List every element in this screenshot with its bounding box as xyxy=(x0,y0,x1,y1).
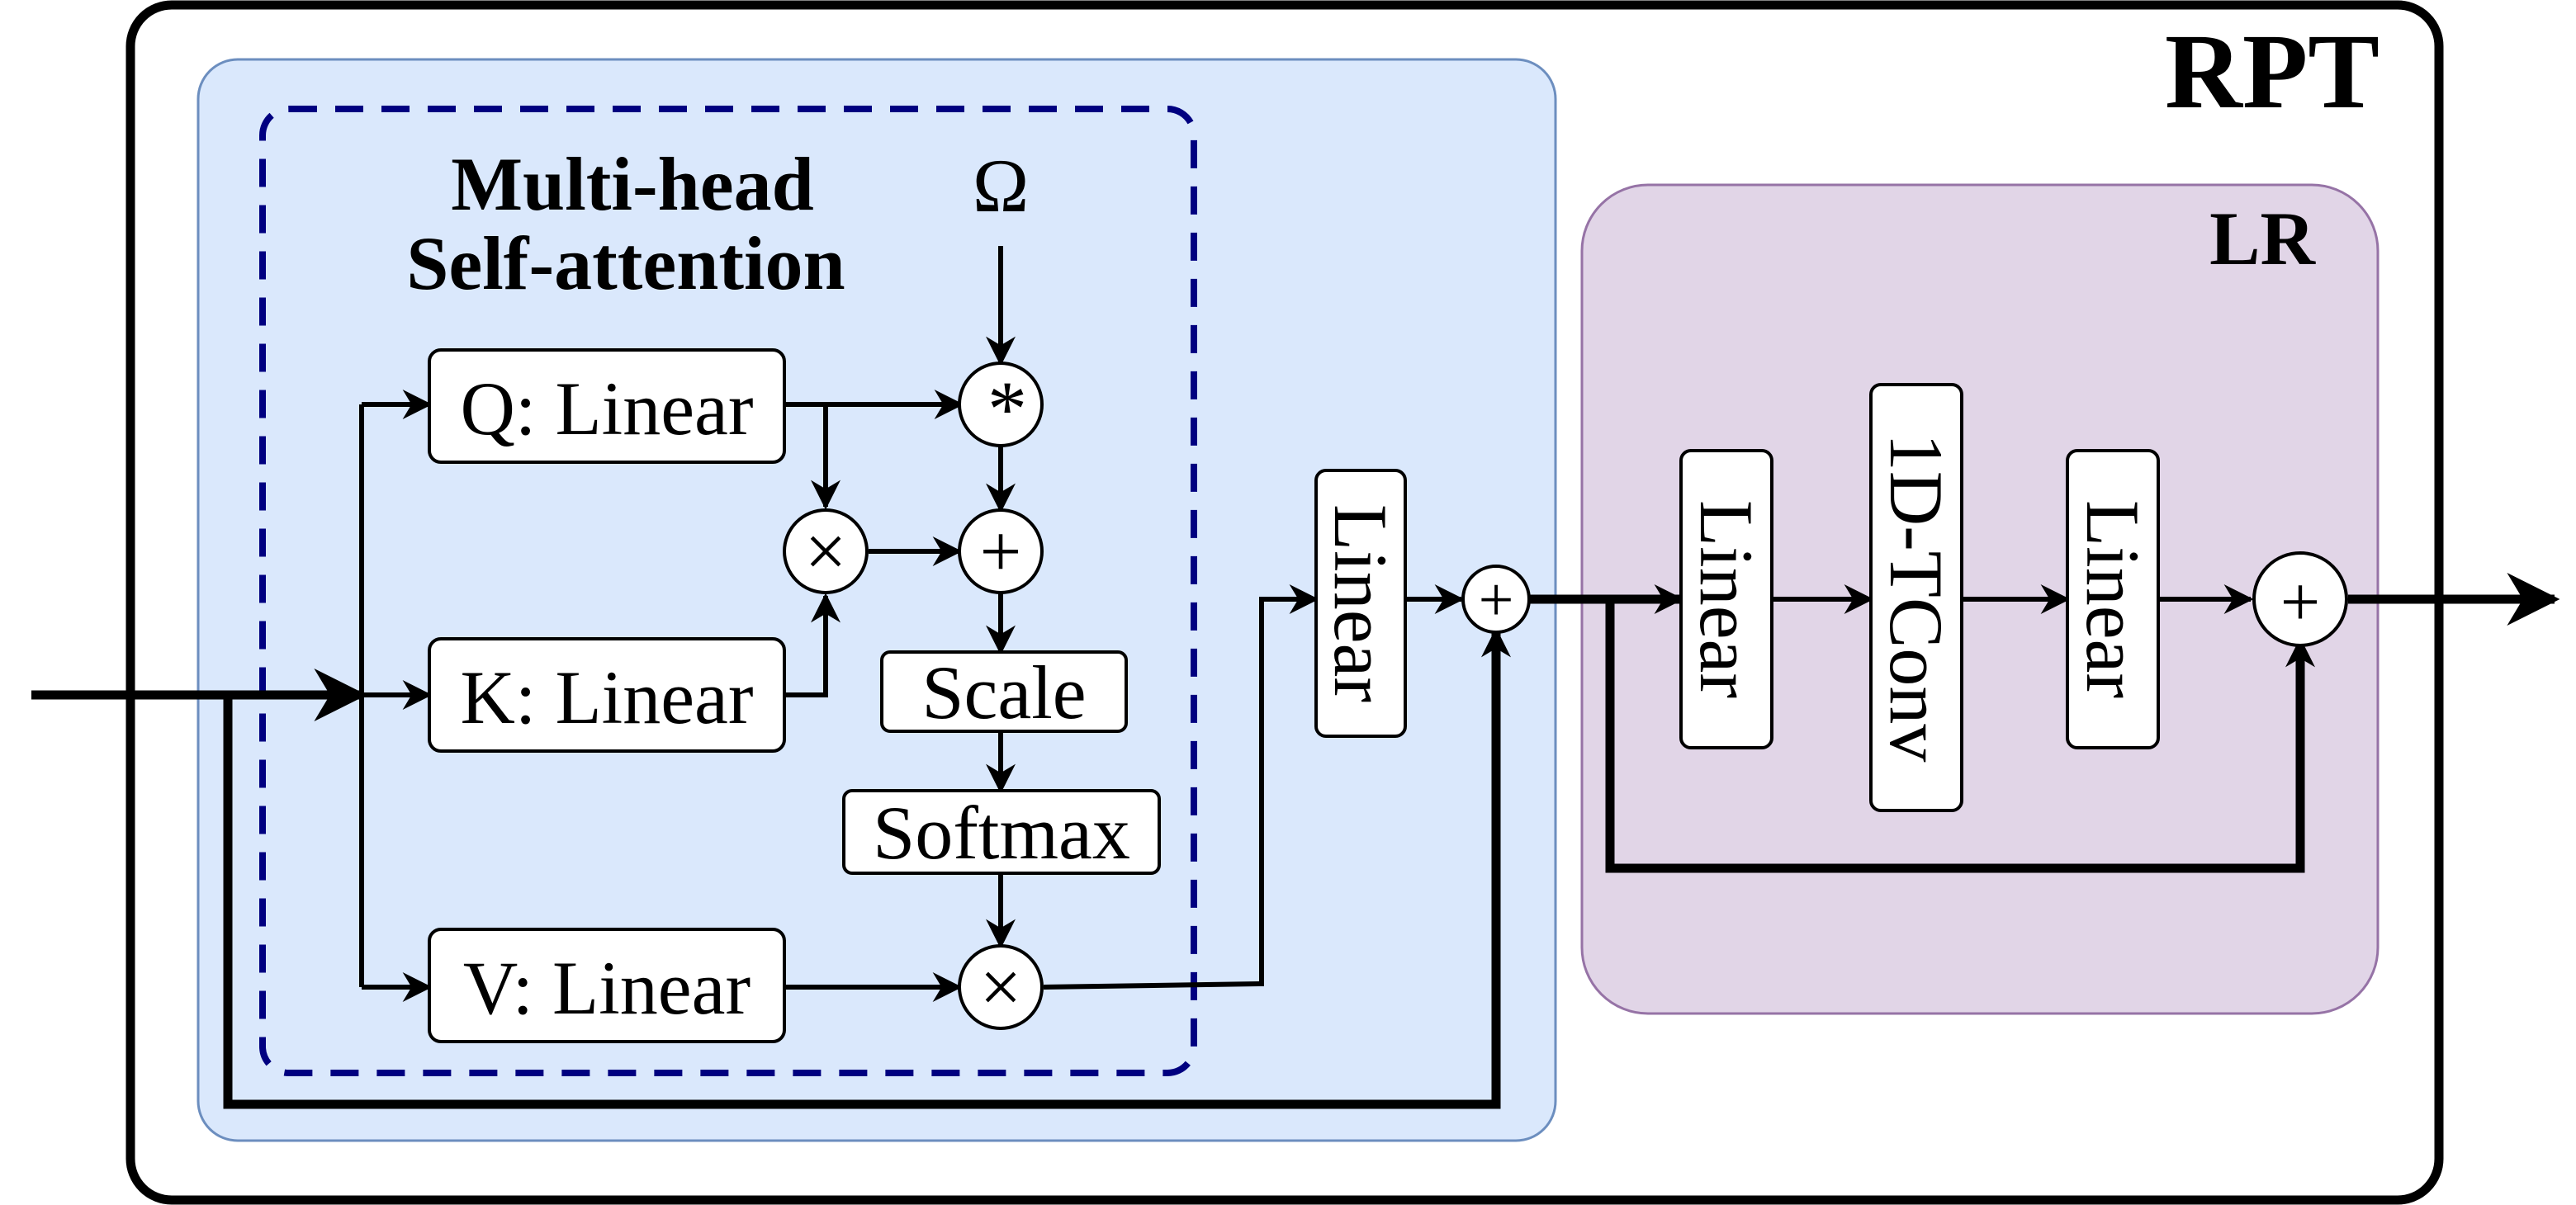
qk-multiply-operator xyxy=(783,508,869,594)
lr-linear-2-box xyxy=(2066,449,2160,749)
lr-title: LR xyxy=(2209,196,2316,281)
add-operator-symbol: + xyxy=(980,511,1022,593)
attention-title-line1: Multi-head xyxy=(451,142,814,226)
softmax-box xyxy=(842,789,1161,875)
k-to-multiply xyxy=(784,593,841,697)
attention-value-multiply-operator xyxy=(958,944,1044,1030)
star-operator xyxy=(958,362,1044,447)
qk-multiply-symbol: × xyxy=(805,511,847,593)
lr-linear-2-label: Linear xyxy=(2071,500,2155,698)
residual-add-operator-1 xyxy=(1461,565,1531,634)
tconv-box xyxy=(1869,383,1963,812)
residual-add-symbol-1: + xyxy=(1479,565,1514,635)
k-linear-label: K: Linear xyxy=(460,655,753,740)
residual-path-1 xyxy=(223,627,1511,1109)
v-linear-box xyxy=(428,928,786,1043)
scale-box xyxy=(880,650,1128,733)
scale-label: Scale xyxy=(921,650,1086,735)
k-linear-box xyxy=(428,637,786,753)
rpt-title: RPT xyxy=(2165,12,2379,131)
residual-add-operator-2 xyxy=(2252,551,2348,647)
v-linear-label: V: Linear xyxy=(463,946,751,1030)
multi-head-attention-dashed-border xyxy=(259,106,1197,1076)
star-operator-symbol: * xyxy=(987,365,1027,453)
lr-linear-1-box xyxy=(1679,449,1773,749)
residual-path-2 xyxy=(1605,599,2315,873)
residual-add-symbol-2: + xyxy=(2280,562,2321,641)
tconv-label: 1D-TConv xyxy=(1874,433,1958,763)
attention-value-multiply-symbol: × xyxy=(980,947,1022,1028)
add-operator xyxy=(958,508,1044,594)
softmax-label: Softmax xyxy=(873,791,1130,875)
attention-title-line2: Self-attention xyxy=(406,221,845,305)
omega-symbol: Ω xyxy=(973,144,1029,228)
output-linear-box xyxy=(1314,469,1407,738)
lr-linear-1-label: Linear xyxy=(1684,500,1769,698)
output-linear-label: Linear xyxy=(1319,504,1403,702)
attention-to-linear xyxy=(1043,584,1319,990)
q-linear-label: Q: Linear xyxy=(460,366,753,451)
q-linear-box xyxy=(428,348,786,464)
